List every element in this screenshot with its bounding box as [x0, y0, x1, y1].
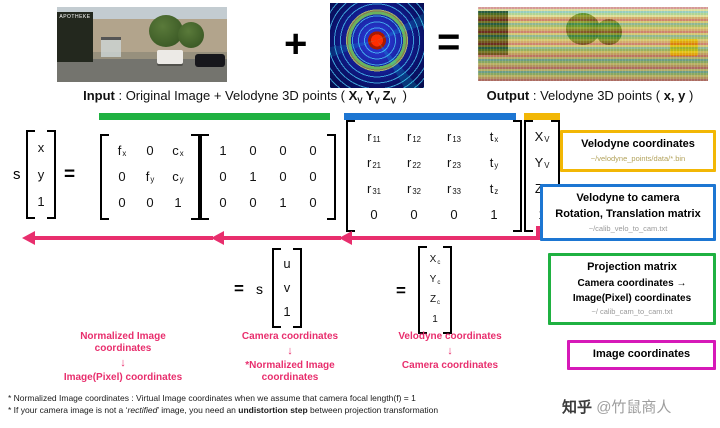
- legend-velo-to-cam: Velodyne to camera Rotation, Translation…: [540, 184, 716, 242]
- output-image: [478, 7, 708, 81]
- zhihu-watermark: 知乎 @竹鼠商人: [562, 396, 671, 417]
- flow-from-label: Normalized Image coordinates: [80, 331, 166, 354]
- legend-title: Rotation, Translation matrix: [555, 207, 701, 220]
- tree-shape: [149, 15, 183, 47]
- flow-velodyne-to-camera: Velodyne coordinates ↓ Camera coordinate…: [370, 331, 530, 372]
- equals-sign-3: =: [396, 281, 406, 300]
- legend-title: Velodyne to camera: [576, 192, 680, 204]
- footnote-line-1: * Normalized Image coordinates : Virtual…: [8, 393, 416, 403]
- output-caption: Output : Velodyne 3D points ( x, y ): [464, 88, 716, 103]
- legend-file-path: ~/velodyne_points/data/*.bin: [590, 153, 686, 163]
- legend-line: Camera coordinates →: [577, 277, 687, 289]
- arrow-head-icon: [339, 231, 352, 245]
- flow-camera-to-normalized: Camera coordinates ↓ *Normalized Image c…: [210, 331, 370, 384]
- pointcloud-overlay: [478, 7, 708, 81]
- arrow-head-icon: [22, 231, 35, 245]
- velodyne-pointcloud-image: [330, 3, 424, 88]
- tree-shape: [178, 22, 204, 48]
- scale-factor-s: s: [13, 166, 21, 183]
- input-caption-label: Input: [83, 88, 115, 103]
- arrow-connector: [536, 226, 540, 240]
- projection-matrix-bar: [99, 113, 330, 120]
- down-arrow-icon: ↓: [447, 345, 453, 357]
- zhihu-logo-text: 知乎: [562, 399, 593, 416]
- van-shape: [157, 50, 183, 64]
- legend-velodyne-coordinates: Velodyne coordinates ~/velodyne_points/d…: [560, 130, 716, 172]
- footnote-rectified: rectified: [127, 405, 158, 416]
- flow-to-label: *Normalized Image coordinates: [245, 360, 335, 383]
- flow-normalized-to-pixel: Normalized Image coordinates ↓ Image(Pix…: [48, 331, 198, 384]
- plus-operator: +: [284, 22, 308, 66]
- input-caption: Input : Original Image + Velodyne 3D poi…: [30, 88, 460, 106]
- flow-from-label: Velodyne coordinates: [398, 331, 502, 342]
- arrow-normalized-to-pixel: [33, 236, 213, 240]
- down-arrow-icon: ↓: [287, 345, 293, 357]
- scale-factor-s-2: s: [256, 281, 263, 297]
- legend-image-coordinates: Image coordinates: [567, 340, 716, 370]
- arrow-velodyne-to-camera: [350, 236, 540, 240]
- tree-shape: [566, 13, 600, 45]
- input-caption-text: : Original Image + Velodyne 3D points (: [114, 88, 349, 103]
- watermark-handle: @竹鼠商人: [596, 399, 672, 416]
- output-caption-text: : Velodyne 3D points (: [529, 88, 664, 103]
- legend-title: Image coordinates: [592, 348, 691, 360]
- car-shape: [195, 54, 225, 67]
- output-caption-close: ): [685, 88, 694, 103]
- input-caption-close: ): [398, 88, 407, 103]
- flow-from-label: Camera coordinates: [241, 331, 339, 342]
- legend-title: Velodyne coordinates: [581, 138, 695, 150]
- coord-yv: YV: [365, 88, 380, 106]
- bus-shelter-shape: [101, 37, 121, 57]
- equals-operator: =: [437, 20, 461, 64]
- pharmacy-sign: APOTHEKE: [57, 12, 93, 62]
- equals-sign-2: =: [234, 279, 244, 298]
- legend-file-path: ~/calib_velo_to_cam.txt: [588, 223, 668, 233]
- legend-projection-matrix: Projection matrix Camera coordinates → I…: [548, 253, 716, 325]
- coord-zv: ZV: [382, 88, 396, 106]
- pharmacy-sign-text: APOTHEKE: [59, 14, 91, 20]
- arrow-head-icon: [211, 231, 224, 245]
- legend-file-path: ~/ calib_cam_to_cam.txt: [591, 306, 673, 316]
- output-caption-coords: x, y: [663, 88, 686, 103]
- input-image: APOTHEKE: [57, 7, 227, 82]
- building-shape: [478, 11, 508, 55]
- legend-line: Image(Pixel) coordinates: [572, 292, 692, 304]
- output-caption-label: Output: [486, 88, 530, 103]
- down-arrow-icon: ↓: [120, 357, 126, 369]
- legend-title: Projection matrix: [587, 261, 677, 273]
- flow-to-label: Camera coordinates: [401, 360, 499, 371]
- tree-shape: [596, 19, 622, 45]
- coord-xv: XV: [348, 88, 363, 106]
- extrinsic-matrix-bar: [344, 113, 516, 120]
- arrow-camera-to-normalized: [222, 236, 341, 240]
- velodyne-vector-bar: [524, 113, 560, 120]
- equals-sign-1: =: [64, 164, 76, 185]
- flow-to-label: Image(Pixel) coordinates: [63, 372, 183, 383]
- yellow-van-shape: [670, 39, 698, 56]
- footnote-undistortion: undistortion step: [238, 405, 308, 416]
- footnote-line-2: * If your camera image is not a ‘rectifi…: [8, 405, 439, 416]
- footnotes: * Normalized Image coordinates : Virtual…: [8, 392, 553, 417]
